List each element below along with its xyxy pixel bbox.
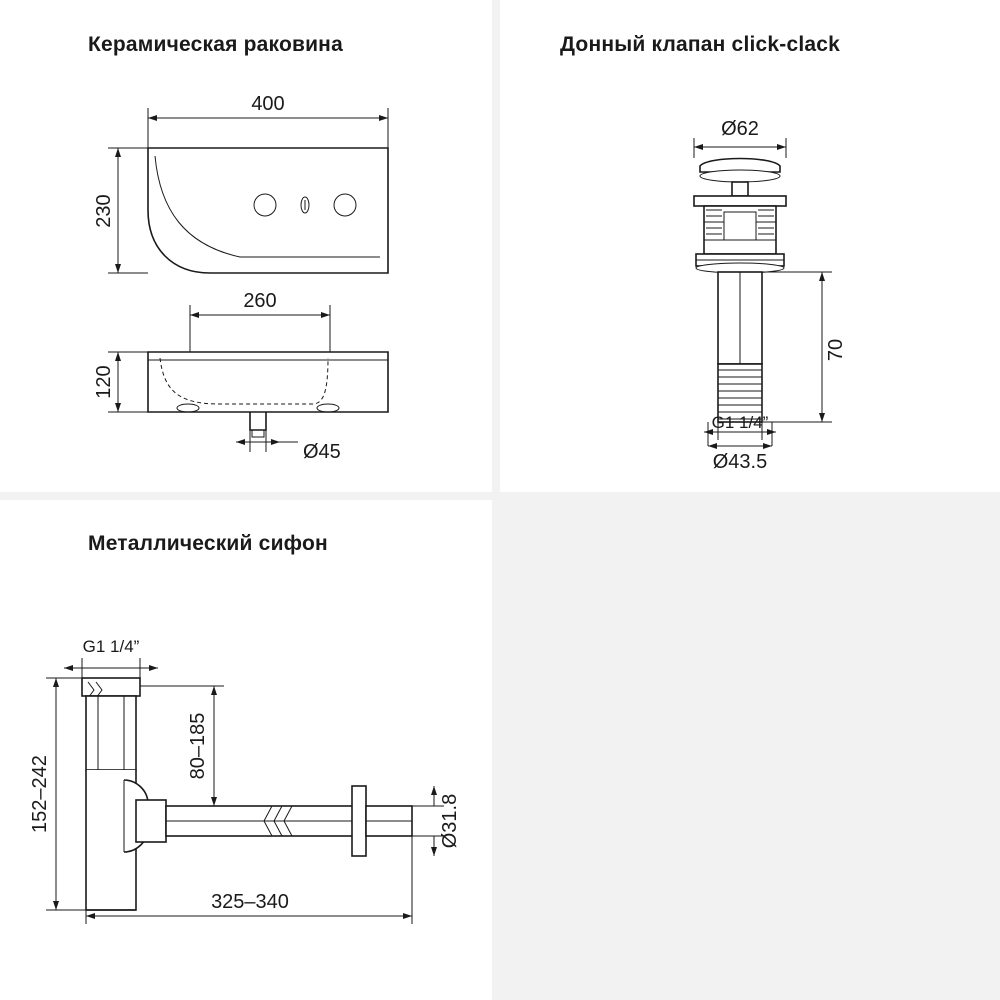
siphon-height-range-label: 152–242 xyxy=(29,755,51,833)
valve-cap-diameter-label: Ø62 xyxy=(721,118,759,140)
panel-siphon-title: Металлический сифон xyxy=(88,532,328,555)
valve-thread-label: G1 1/4” xyxy=(712,413,769,432)
panel-valve-title: Донный клапан click-clack xyxy=(560,33,841,56)
siphon-thread-label: G1 1/4” xyxy=(83,637,140,656)
siphon-drawing: G1 1/4” xyxy=(20,590,480,950)
sink-depth-label: 120 xyxy=(93,365,115,398)
panel-empty xyxy=(500,500,1000,1000)
panel-sink xyxy=(0,0,492,492)
siphon-pipe-diameter-label: Ø31.8 xyxy=(439,794,461,848)
valve-body-diameter-label: Ø43.5 xyxy=(713,451,767,470)
sink-inner-width-label: 260 xyxy=(243,290,276,312)
valve-drawing: Ø62 xyxy=(620,100,960,470)
sink-drain-label: Ø45 xyxy=(303,441,341,463)
sink-drawing: 400 230 260 120 xyxy=(60,80,460,480)
valve-length-label: 70 xyxy=(825,339,847,361)
panel-sink-title: Керамическая раковина xyxy=(88,33,343,56)
sink-height-label: 230 xyxy=(93,194,115,227)
siphon-outlet-height-label: 80–185 xyxy=(187,713,209,780)
siphon-length-range-label: 325–340 xyxy=(211,891,289,913)
sink-width-label: 400 xyxy=(251,93,284,115)
